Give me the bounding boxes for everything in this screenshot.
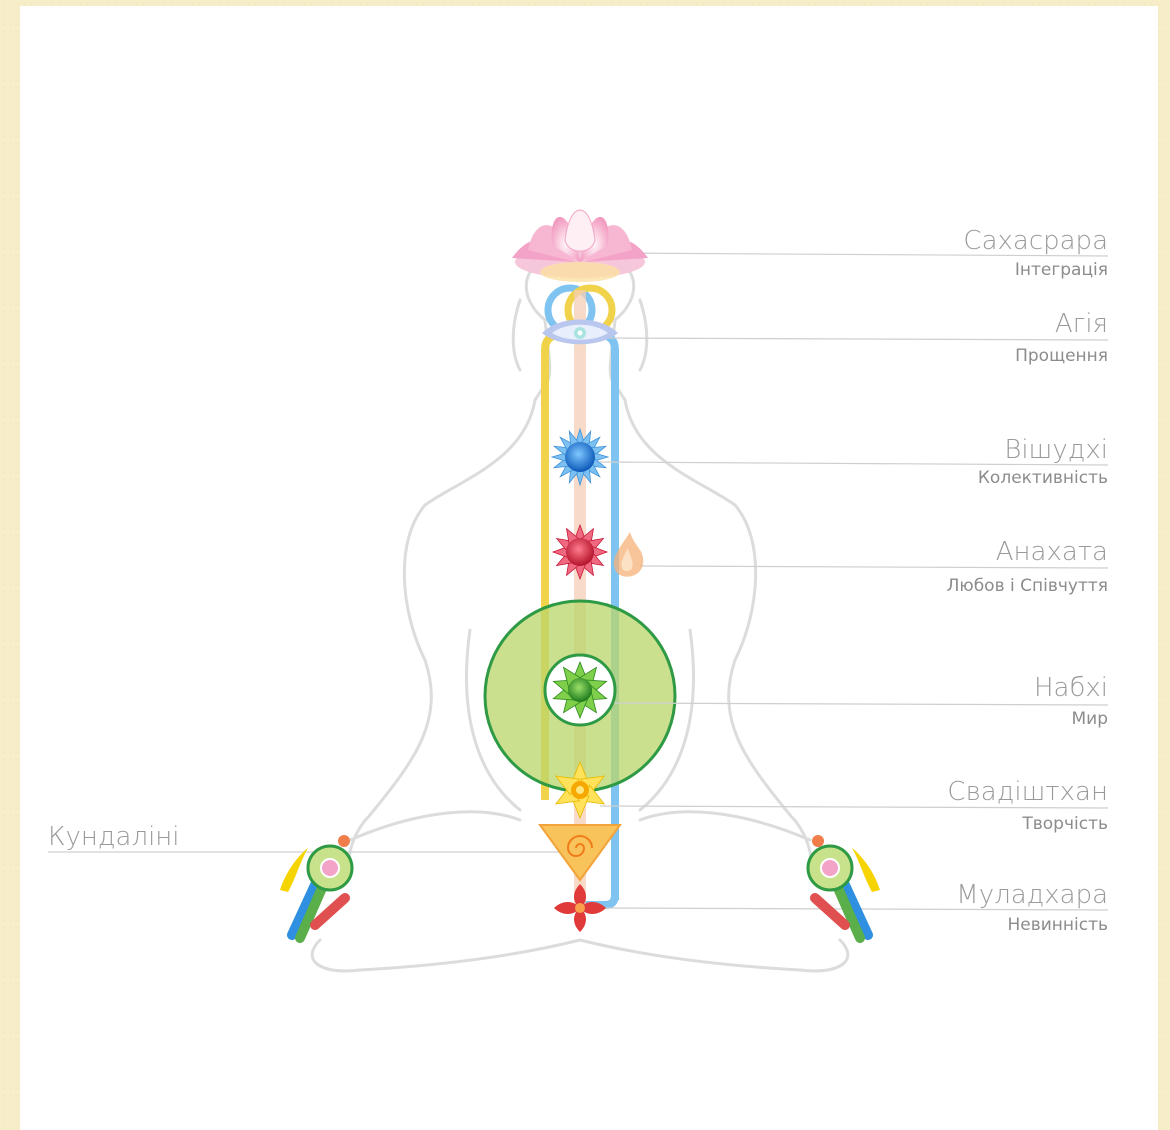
kundalini-label: Кундаліні <box>48 822 180 852</box>
chakra-name-agya: Агія <box>1055 309 1108 339</box>
chakra-quality-agya: Прощення <box>1015 346 1108 366</box>
chakra-name-swadishthan: Свадіштхан <box>947 777 1108 807</box>
chakra-quality-nabhi: Мир <box>1071 709 1108 729</box>
chakra-quality-mooladhara: Невинність <box>1007 915 1108 935</box>
chakra-name-sahasrara: Сахасрара <box>963 226 1108 256</box>
chakra-name-anahata: Анахата <box>996 537 1108 567</box>
nabhi-lotus-icon <box>545 655 615 725</box>
chakra-quality-vishuddhi: Колективність <box>978 468 1108 488</box>
chakra-quality-sahasrara: Інтеграція <box>1015 260 1108 280</box>
chakra-name-vishuddhi: Вішудхі <box>1004 435 1108 465</box>
anahata-lotus-icon <box>553 525 607 579</box>
chakra-name-nabhi: Набхі <box>1034 673 1108 703</box>
sahasrara-lotus-icon <box>512 210 648 282</box>
chakra-name-mooladhara: Муладхара <box>956 880 1108 910</box>
chakra-quality-swadishthan: Творчість <box>1021 814 1108 834</box>
right-hand-chakras-icon <box>808 835 880 938</box>
vishuddhi-lotus-icon <box>552 429 608 485</box>
left-hand-chakras-icon <box>280 835 352 938</box>
mooladhara-lotus-icon <box>554 884 606 932</box>
chakra-quality-anahata: Любов і Співчуття <box>947 576 1108 596</box>
